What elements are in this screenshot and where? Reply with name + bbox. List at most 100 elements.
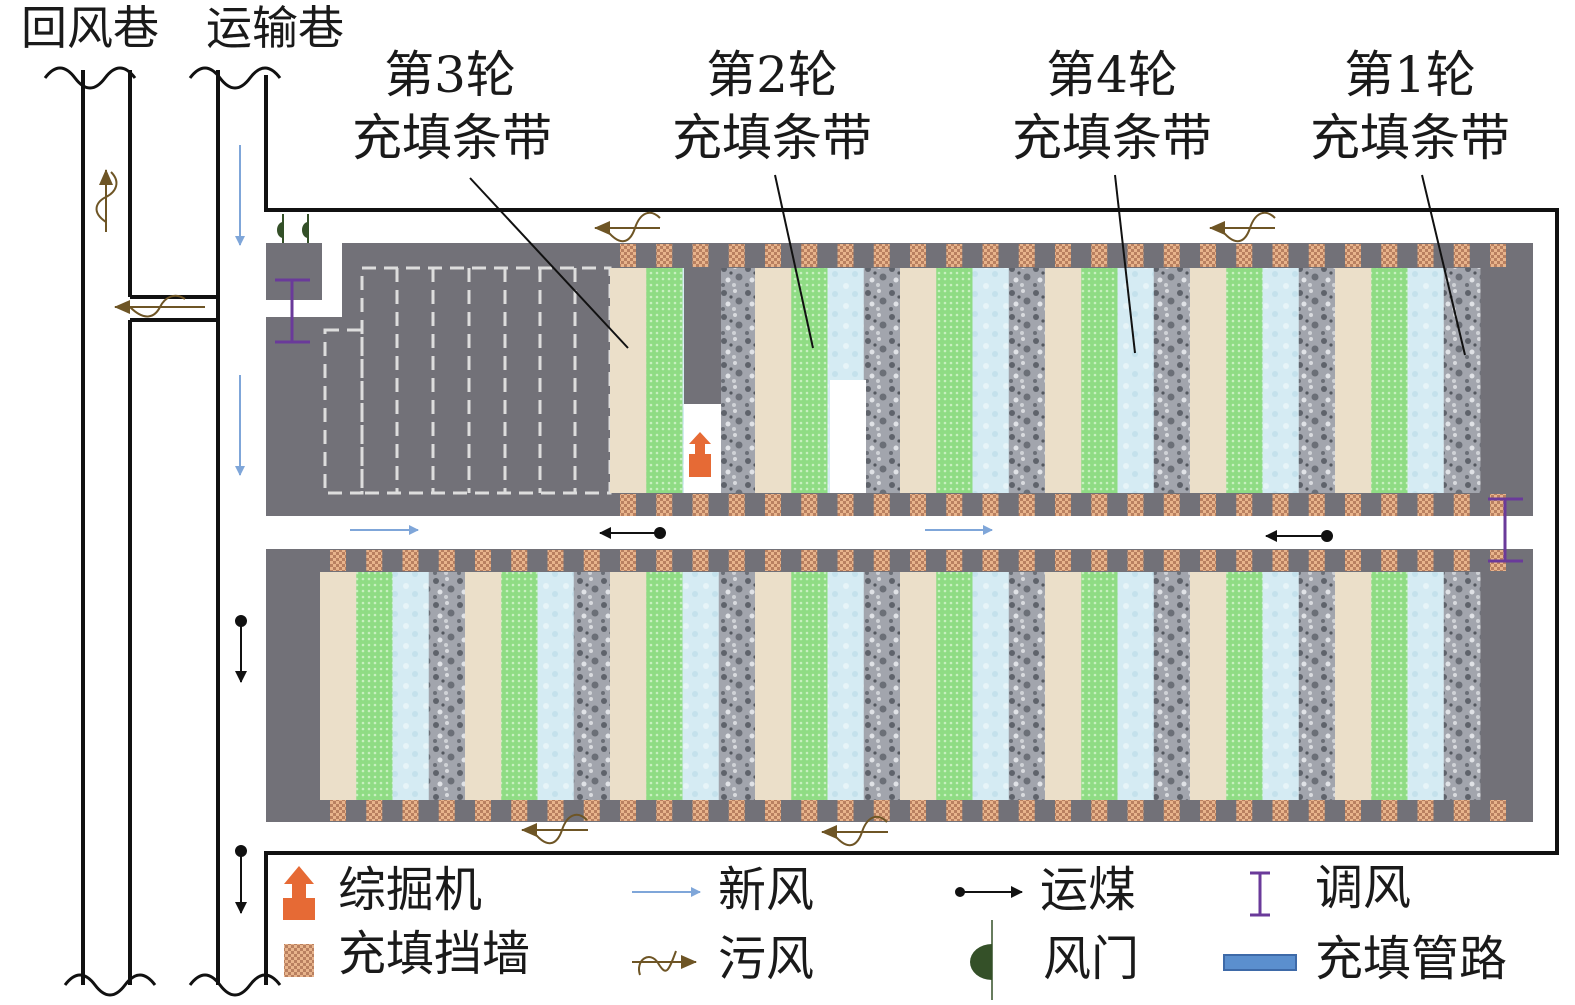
legend-backfill-wall: 充填挡墙 [338, 926, 530, 982]
backfill-wall [692, 494, 709, 516]
coal-pillar-strip [1298, 572, 1336, 800]
backfill-wall [1417, 550, 1434, 571]
backfill-wall [873, 800, 890, 821]
coal-pillar-strip [1298, 268, 1336, 493]
strip-round: 第3轮 [384, 46, 516, 104]
legend-backfill-pipeline: 充填管路 [1315, 931, 1507, 987]
backfill-wall [946, 244, 963, 267]
roadheader-icon [689, 432, 711, 477]
backfill-wall [1018, 550, 1035, 571]
backfill-wall [1236, 800, 1253, 821]
backfill-wall [1308, 244, 1325, 267]
backfill-wall [1272, 550, 1289, 571]
backfilled-strip-blue [1117, 268, 1155, 493]
backfilled-strip-blue [972, 572, 1010, 800]
strip-name: 充填条带 [672, 109, 872, 167]
backfill-wall [692, 550, 709, 571]
backfill-wall [1453, 494, 1470, 516]
backfill-wall [620, 800, 636, 821]
backfill-wall [656, 244, 673, 267]
legend-roadheader: 综掘机 [338, 862, 482, 918]
backfilled-strip-blue [392, 572, 430, 800]
backfill-wall [1308, 550, 1325, 571]
backfilled-strip-green [1371, 572, 1408, 800]
backfill-wall [982, 494, 999, 516]
backfill-wall [402, 550, 419, 571]
backfill-wall [438, 800, 455, 821]
backfill-wall [692, 800, 709, 821]
backfill-wall [765, 494, 781, 516]
backfill-wall [583, 800, 600, 821]
backfill-wall [801, 494, 818, 516]
backfill-wall [366, 550, 383, 571]
air-door-icon [970, 920, 993, 1000]
backfilled-strip-beige [900, 268, 937, 493]
backfilled-strip-beige [1335, 572, 1372, 800]
backfill-wall [1272, 800, 1289, 821]
backfilled-strip-blue [1262, 572, 1300, 800]
strip-label-round3: 第3轮 充填条带 [352, 46, 629, 349]
backfilled-strip-beige [465, 572, 502, 800]
backfilled-strip-blue [1407, 572, 1445, 800]
transport-roadway [188, 66, 1559, 997]
backfill-wall [1127, 494, 1144, 516]
backfill-wall [946, 494, 963, 516]
backfill-wall [837, 244, 854, 267]
backfilled-strip-green [646, 572, 683, 800]
backfilled-strip-green [356, 572, 393, 800]
backfilled-strip-green [1226, 268, 1263, 493]
transport-roadway-label: 运输巷 [206, 1, 344, 55]
coal-pillar-strip [1153, 572, 1191, 800]
backfilled-strip-green [1226, 572, 1263, 800]
backfill-wall [1272, 494, 1289, 516]
coal-pillar-strip [1443, 572, 1481, 800]
backfill-wall [1091, 800, 1108, 821]
air-door-icon [277, 214, 309, 243]
strip-name: 充填条带 [1012, 109, 1212, 167]
backfill-wall [1381, 244, 1398, 267]
backfill-wall [1163, 494, 1180, 516]
backfill-wall [728, 494, 745, 516]
backfill-wall [873, 244, 890, 267]
backfill-wall [330, 550, 346, 571]
backfill-wall [1490, 800, 1506, 821]
backfilled-strip-green [791, 268, 828, 493]
backfilled-strip-beige [1190, 572, 1227, 800]
backfill-wall [982, 550, 999, 571]
backfill-wall [620, 494, 636, 516]
coal-pillar-strip [863, 268, 901, 493]
upper-working-panel [266, 243, 1533, 516]
backfilled-strip-blue [682, 572, 720, 800]
legend-air-regulation: 调风 [1315, 860, 1411, 916]
strip-round: 第4轮 [1046, 46, 1178, 104]
backfilled-strip-green [791, 572, 828, 800]
backfill-wall [1127, 550, 1144, 571]
backfill-wall [583, 550, 600, 571]
strip-label-round2: 第2轮 充填条带 [672, 46, 872, 349]
legend-coal-transport: 运煤 [1040, 862, 1136, 918]
backfill-wall [547, 550, 564, 571]
coal-pillar-strip [1008, 268, 1046, 493]
backfill-wall [1200, 244, 1216, 267]
backfill-wall [1381, 494, 1398, 516]
backfill-wall [511, 800, 528, 821]
strip-label-round4: 第4轮 充填条带 [1012, 46, 1212, 354]
backfilled-strip-blue [827, 572, 865, 800]
backfill-wall [475, 550, 491, 571]
coal-transport-icon [955, 886, 1023, 898]
strip-name: 充填条带 [352, 109, 552, 167]
backfilled-strip-green [936, 572, 973, 800]
backfilled-strip-blue [1117, 572, 1155, 800]
backfill-wall [910, 244, 926, 267]
strip-label-round1: 第1轮 充填条带 [1310, 46, 1510, 356]
roadheader-icon [283, 866, 315, 920]
backfill-wall [1272, 244, 1289, 267]
backfill-wall [1308, 494, 1325, 516]
backfill-wall [1417, 800, 1434, 821]
backfill-wall [511, 550, 528, 571]
backfill-wall [656, 494, 673, 516]
backfilled-strip-beige [755, 268, 792, 493]
backfill-wall [801, 800, 818, 821]
backfill-wall [801, 244, 818, 267]
backfill-wall [1163, 550, 1180, 571]
